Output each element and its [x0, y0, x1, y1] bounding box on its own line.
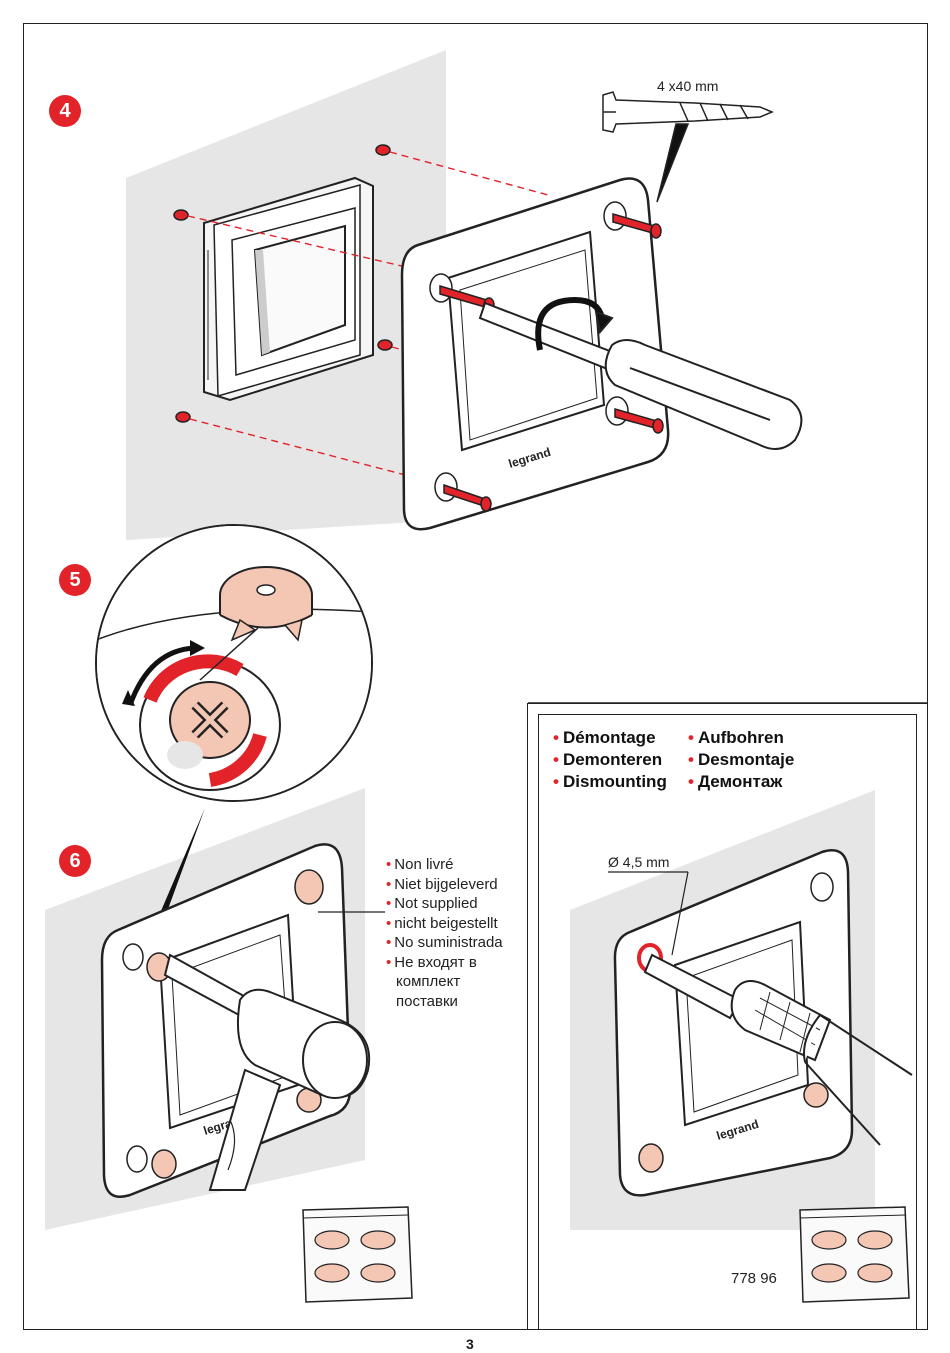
list-item: •nicht beigestellt	[386, 914, 498, 932]
list-item: •Not supplied	[386, 895, 478, 912]
list-item: •Demonteren	[553, 750, 663, 769]
not-supplied-list: •Non livré •Niet bijgeleverd •Not suppli…	[386, 855, 503, 1011]
drill	[608, 871, 913, 1146]
drill-spec: Ø 4,5 mm	[608, 854, 670, 870]
page-number: 3	[466, 1336, 474, 1352]
screw-spec: 4 x40 mm	[657, 78, 719, 94]
screw-detail	[602, 91, 774, 203]
dismount-list-col1: •Démontage •Demonteren •Dismounting	[553, 727, 667, 793]
list-item: •Aufbohren	[688, 728, 784, 747]
list-item: •Non livré	[386, 856, 454, 873]
list-item: •Démontage	[553, 728, 656, 747]
list-item: комплект	[396, 973, 461, 990]
dismount-panel	[538, 714, 917, 1330]
wall-holes	[173, 144, 393, 423]
spare-parts-bag-left	[302, 1206, 413, 1303]
faceplate-dismount: legrand	[613, 849, 854, 1197]
faceplate-step4: legrand	[400, 177, 670, 531]
list-item: •Desmontaje	[688, 750, 795, 769]
alignment-lines	[187, 151, 601, 485]
step-badge-4: 4	[49, 95, 81, 127]
part-code: 778 96	[731, 1270, 777, 1287]
dismount-list-col2: •Aufbohren •Desmontaje •Демонтаж	[688, 727, 794, 793]
driver-step6	[163, 953, 371, 1191]
step-badge-6: 6	[59, 845, 91, 877]
step-badge-5: 5	[59, 564, 91, 596]
spare-parts-bag-right	[799, 1206, 910, 1303]
list-item: •Niet bijgeleverd	[386, 875, 498, 893]
list-item: •Dismounting	[553, 772, 667, 791]
list-item: •No suministrada	[386, 934, 503, 951]
list-item: •Демонтаж	[688, 772, 783, 791]
faceplate-step6: legrand	[100, 843, 352, 1198]
main-frame-right	[23, 23, 928, 704]
list-item: •Не входят в	[386, 953, 477, 971]
screws-step4	[439, 213, 664, 512]
switch-mechanism	[203, 176, 374, 402]
zoom-circle	[95, 524, 373, 802]
list-item: поставки	[396, 992, 458, 1010]
screwdriver	[478, 296, 803, 450]
